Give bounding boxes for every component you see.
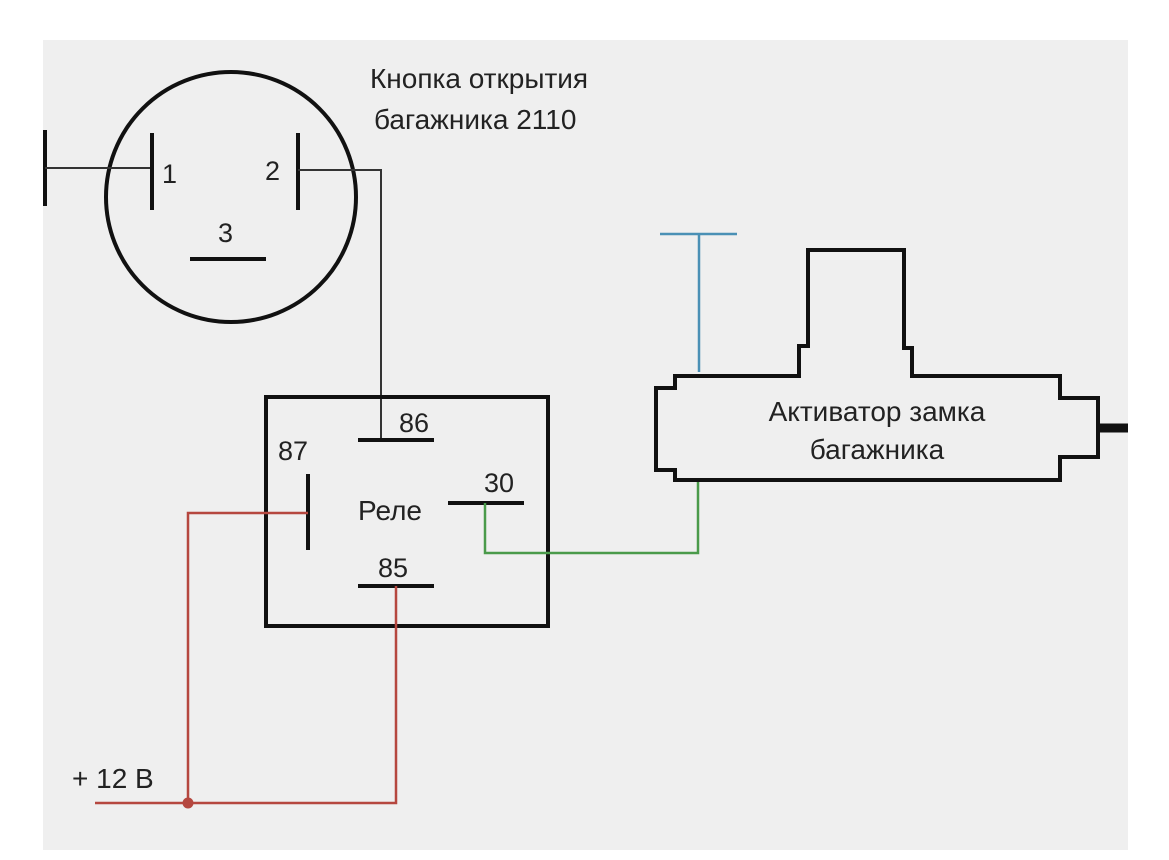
power-label: + 12 В: [72, 763, 154, 794]
relay-pin87-label: 87: [278, 436, 308, 466]
button-title-line2: багажника 2110: [374, 104, 576, 135]
actuator-body: [654, 248, 1100, 482]
button-pin1-label: 1: [162, 159, 177, 189]
wire-relay-30-to-actuator: [483, 480, 700, 555]
trunk-button: 1 2 3 Кнопка открытия багажника 2110: [43, 63, 588, 324]
power-junction-dot: [182, 797, 194, 809]
trunk-lock-actuator: Активатор замка багажника: [654, 248, 1128, 482]
button-title-line1: Кнопка открытия: [370, 63, 588, 94]
relay-pin86-label: 86: [399, 408, 429, 438]
relay-label: Реле: [358, 495, 422, 526]
relay-box: [264, 395, 550, 628]
actuator-label-line2: багажника: [810, 434, 945, 465]
wire-power-to-relay-87: [186, 511, 308, 803]
wire-button-to-relay-86: [298, 169, 382, 440]
diagram-background: [43, 40, 1128, 850]
button-housing-circle: [104, 70, 358, 324]
button-pin2-label: 2: [265, 156, 280, 186]
button-pin3-label: 3: [218, 218, 233, 248]
relay: 86 87 30 85 Реле: [264, 395, 550, 628]
relay-pin30-label: 30: [484, 468, 514, 498]
wire-power-to-relay-85: [95, 586, 398, 805]
relay-pin85-label: 85: [378, 553, 408, 583]
actuator-label-line1: Активатор замка: [769, 396, 986, 427]
